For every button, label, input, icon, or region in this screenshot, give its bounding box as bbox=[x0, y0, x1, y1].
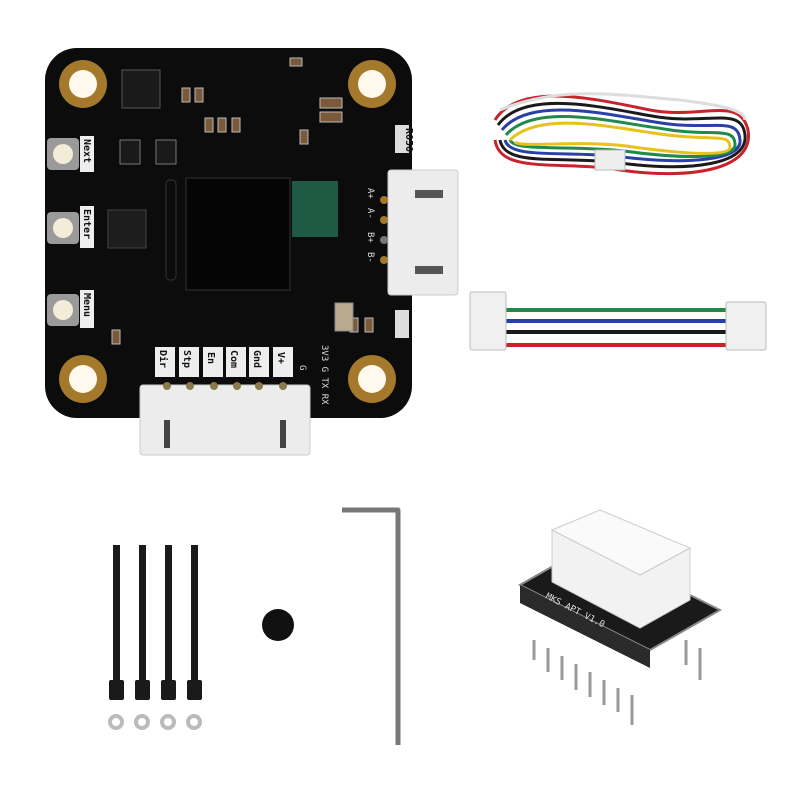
screws bbox=[109, 545, 202, 700]
svg-text:A+: A+ bbox=[365, 188, 375, 199]
svg-text:B+: B+ bbox=[365, 232, 375, 243]
mounting-hole bbox=[348, 355, 396, 403]
menu-label: Menu bbox=[81, 293, 92, 317]
uart-label: 3V3 G TX RX bbox=[319, 345, 329, 405]
ic-chip bbox=[121, 69, 161, 109]
cable-connector bbox=[725, 301, 767, 351]
svg-text:A-: A- bbox=[365, 208, 375, 219]
cable-connector bbox=[469, 291, 507, 351]
coiled-motor-cable bbox=[493, 92, 750, 176]
mounting-hole bbox=[59, 355, 107, 403]
oled-flex-tab bbox=[292, 181, 338, 237]
resistor-marking: R050 bbox=[403, 128, 414, 152]
enter-button[interactable]: Enter bbox=[47, 206, 94, 248]
menu-button[interactable]: Menu bbox=[47, 290, 94, 328]
svg-text:Gnd: Gnd bbox=[251, 350, 262, 368]
svg-text:Com: Com bbox=[228, 350, 239, 368]
svg-text:Stp: Stp bbox=[181, 350, 192, 368]
enter-label: Enter bbox=[81, 209, 92, 239]
signal-pin-labels: Dir Stp En Com Gnd V+ G 3V3 G TX RX bbox=[155, 345, 329, 405]
short-cable bbox=[469, 291, 767, 351]
svg-text:En: En bbox=[205, 352, 216, 364]
current-sense-resistor bbox=[395, 125, 409, 153]
mcu-chip bbox=[107, 209, 147, 249]
svg-text:Dir: Dir bbox=[157, 350, 169, 368]
mks-apt-adapter: MKS APT V1.0 bbox=[517, 509, 723, 725]
stepper-driver-board: R050 Next Enter Menu A+ A- B+ B- bbox=[45, 48, 459, 456]
signal-connector bbox=[139, 382, 311, 456]
oled-display bbox=[185, 177, 291, 291]
svg-text:V+: V+ bbox=[275, 352, 286, 364]
magnet-disc bbox=[262, 609, 294, 641]
ground-label: G bbox=[297, 365, 307, 370]
motor-pin-labels: A+ A- B+ B- bbox=[365, 188, 375, 263]
hex-key bbox=[342, 507, 401, 745]
next-button[interactable]: Next bbox=[47, 136, 94, 172]
svg-text:B-: B- bbox=[365, 252, 375, 263]
motor-connector bbox=[380, 169, 459, 296]
next-label: Next bbox=[81, 139, 92, 163]
mounting-hole bbox=[59, 60, 107, 108]
washers bbox=[108, 714, 202, 730]
mounting-hole bbox=[348, 60, 396, 108]
